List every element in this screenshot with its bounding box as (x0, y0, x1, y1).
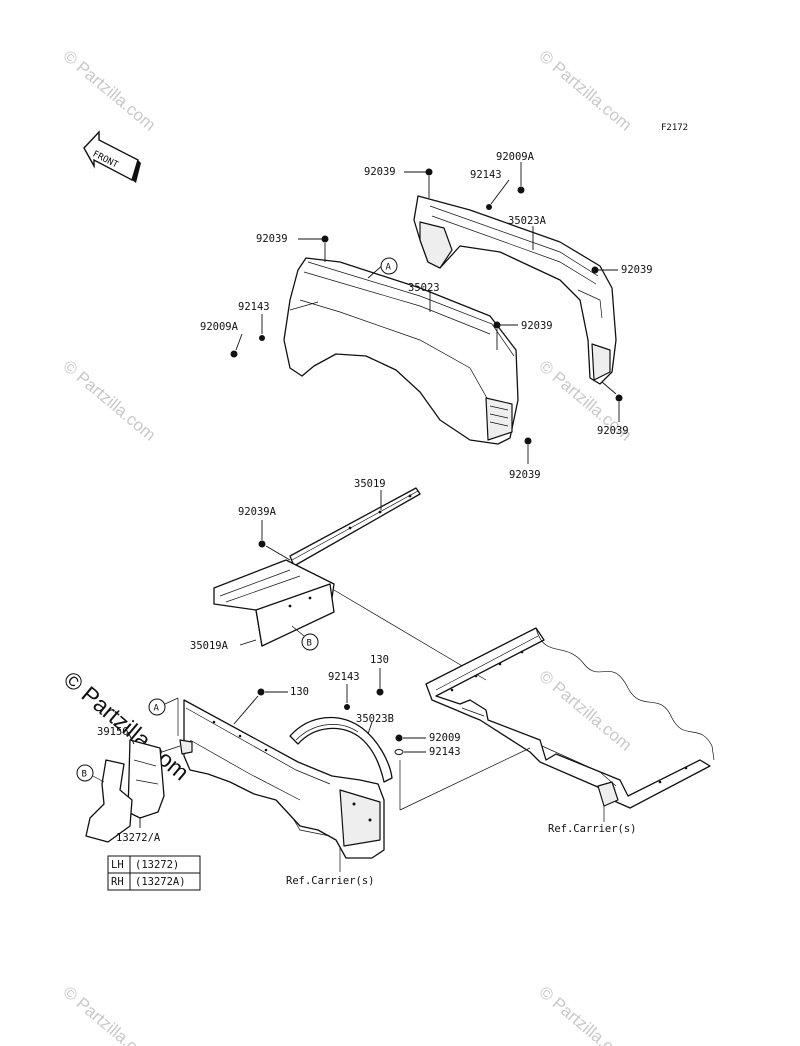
bolt-icon (425, 168, 433, 176)
bolt-icon (258, 540, 266, 548)
part-label: 92039 (521, 320, 553, 332)
part-label: 35023A (508, 215, 547, 227)
watermark-layer: © Partzilla.com © Partzilla.com © Partzi… (59, 47, 636, 1046)
part-label: 92039 (597, 425, 629, 437)
part-label: 92039 (364, 166, 396, 178)
part-label: 92143 (238, 301, 270, 313)
part-label: 92009A (200, 321, 239, 333)
front-arrow-icon: FRONT (83, 130, 141, 183)
bolt-icon (321, 235, 329, 243)
bolt-icon (376, 688, 384, 696)
washer-icon (259, 335, 265, 341)
part-label: 92039 (621, 264, 653, 276)
svg-text:A: A (154, 704, 160, 714)
table-cell-side: LH (111, 859, 124, 871)
bolt-icon (395, 734, 403, 742)
part-label: 92039 (256, 233, 288, 245)
bolts-130 (233, 668, 384, 725)
part-label: 92009A (496, 151, 535, 163)
leader-line (367, 721, 373, 735)
part-label: 130 (290, 686, 309, 698)
watermark-text: © Partzilla.com (59, 47, 159, 135)
connector-line (333, 589, 487, 681)
part-label: 92143 (429, 746, 461, 758)
callout-b-upper: B (291, 625, 319, 651)
cover-35019a (213, 559, 335, 647)
table-cell-side: RH (111, 876, 124, 888)
part-label: 92143 (328, 671, 360, 683)
bolt-icon (615, 394, 623, 402)
fender-35023a (413, 195, 617, 385)
bolt-92039a (258, 520, 291, 561)
washer-icon (486, 204, 492, 210)
side-bracket-13272 (85, 739, 193, 843)
reference-label: Ref.Carrier(s) (548, 823, 637, 835)
part-label: 35023B (356, 713, 394, 725)
part-label: 13272/A (116, 832, 161, 844)
svg-text:B: B (82, 770, 87, 780)
bolt-icon (591, 266, 599, 274)
part-label: 35019 (354, 478, 386, 490)
watermark-text: © Partzilla.com (535, 667, 635, 755)
part-label: 92039A (238, 506, 277, 518)
part-label: 92009 (429, 732, 461, 744)
arch-bracket-35023b (289, 716, 393, 783)
side-variant-table: LH (13272) RH (13272A) (107, 855, 201, 891)
fender-35023 (283, 257, 519, 445)
callout-a-upper: A (380, 257, 398, 275)
callout-a-lower: A (148, 697, 179, 736)
part-label: 39156 (97, 726, 129, 738)
part-label: 35019A (190, 640, 229, 652)
inner-fender-panel (183, 699, 385, 859)
leader-line (239, 639, 257, 646)
watermark-text: © Partzilla.com (59, 983, 159, 1046)
strip-35019 (289, 487, 421, 567)
bolt-icon (230, 350, 238, 358)
bolt-icon (524, 437, 532, 445)
watermark-text: © Partzilla.com (535, 47, 635, 135)
fasteners-lower (394, 734, 531, 811)
bolt-icon (493, 321, 501, 329)
watermark-text: © Partzilla.com (535, 983, 635, 1046)
figure-code: F2172 (661, 123, 688, 133)
svg-text:B: B (307, 639, 312, 649)
part-label: 35023 (408, 282, 440, 294)
part-label: 130 (370, 654, 389, 666)
table-cell-part: (13272) (135, 859, 179, 871)
reference-label: Ref.Carrier(s) (286, 875, 375, 887)
leader-line (127, 731, 135, 745)
table-cell-part: (13272A) (135, 876, 186, 888)
part-label: 92143 (470, 169, 502, 181)
carrier-frame (425, 627, 715, 809)
washer-icon (344, 704, 350, 710)
svg-text:A: A (386, 263, 392, 273)
callout-b-lower: B (76, 764, 105, 783)
watermark-text: © Partzilla.com (59, 357, 159, 445)
bolt-icon (517, 186, 525, 194)
bolt-icon (257, 688, 265, 696)
washer-icon (394, 749, 404, 755)
part-label: 92039 (509, 469, 541, 481)
